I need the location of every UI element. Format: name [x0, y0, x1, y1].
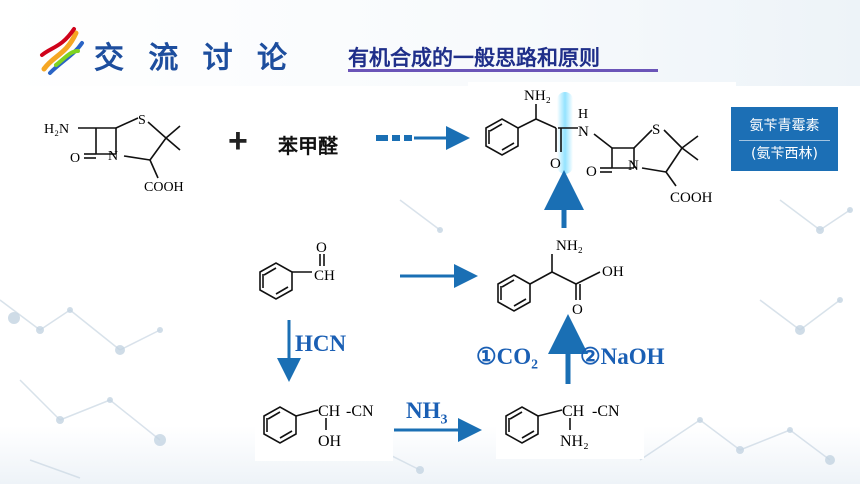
- co2-step-label: ①CO₂: [476, 344, 539, 369]
- apa-o-label: O: [70, 151, 80, 166]
- product-s-label: S: [652, 122, 660, 138]
- aminonitrile-cn-label: -CN: [592, 403, 620, 420]
- cyanohydrin-structure: [263, 406, 327, 444]
- apa-structure: [78, 117, 181, 179]
- cyanohydrin-oh-label: OH: [318, 433, 342, 450]
- aminonitrile-nh2-label: NH₂: [560, 433, 589, 450]
- nh3-label: NH3: [406, 398, 448, 429]
- amino-acid-box: [490, 232, 648, 316]
- product-o-label: O: [550, 156, 561, 172]
- naoh-step-label: ②NaOH: [580, 344, 665, 369]
- product-name-line1: 氨苄青霉素: [749, 118, 820, 134]
- product-name-line2: (氨苄西林): [751, 146, 818, 162]
- cyanohydrin-ch-label: CH: [318, 403, 341, 420]
- product-cooh-label: COOH: [670, 190, 713, 206]
- title-underline: [348, 69, 658, 72]
- product-h-label: H: [578, 107, 588, 122]
- hcn-label: HCN: [295, 331, 347, 356]
- product-name-box: 氨苄青霉素 (氨苄西林): [731, 107, 838, 171]
- cyanohydrin-box: [255, 395, 393, 461]
- section-title: 交 流 讨 论: [94, 42, 296, 75]
- dna-logo-icon: [40, 27, 84, 75]
- product-n-label: N: [578, 124, 589, 140]
- product-nh2-label: NH₂: [524, 88, 551, 104]
- aminonitrile-structure: [505, 406, 571, 444]
- amide-bond-highlight: [557, 92, 573, 174]
- nh3-base: NH: [406, 398, 441, 423]
- plus-sign: +: [228, 122, 248, 160]
- benzaldehyde-ch-label: CH: [314, 268, 335, 284]
- benzaldehyde-box: [254, 233, 350, 305]
- amino-acid-nh2-label: NH₂: [556, 238, 583, 254]
- aminonitrile-ch-label: CH: [562, 403, 585, 420]
- apa-s-label: S: [138, 113, 146, 128]
- apa-n-label: N: [108, 149, 118, 164]
- amino-acid-o-label: O: [572, 302, 583, 318]
- cyanohydrin-cn-label: -CN: [346, 403, 374, 420]
- amino-acid-oh-label: OH: [602, 264, 624, 280]
- apa-cooh-label: COOH: [144, 180, 184, 195]
- nh3-subscript: 3: [440, 412, 448, 428]
- benzaldehyde-structure: [259, 254, 325, 300]
- apa-h2n-label: H₂N: [44, 122, 69, 137]
- product-o2-label: O: [586, 164, 597, 180]
- amino-acid-structure: [497, 254, 601, 312]
- reagent-benzaldehyde-label: 苯甲醛: [270, 126, 346, 163]
- dashed-arrow-to-product: [376, 126, 470, 150]
- slide-title: 有机合成的一般思路和原则: [348, 46, 600, 70]
- product-name-divider: [739, 140, 830, 141]
- product-structure: [485, 104, 699, 187]
- benzaldehyde-o-label: O: [316, 240, 327, 256]
- product-n2-label: N: [628, 158, 639, 174]
